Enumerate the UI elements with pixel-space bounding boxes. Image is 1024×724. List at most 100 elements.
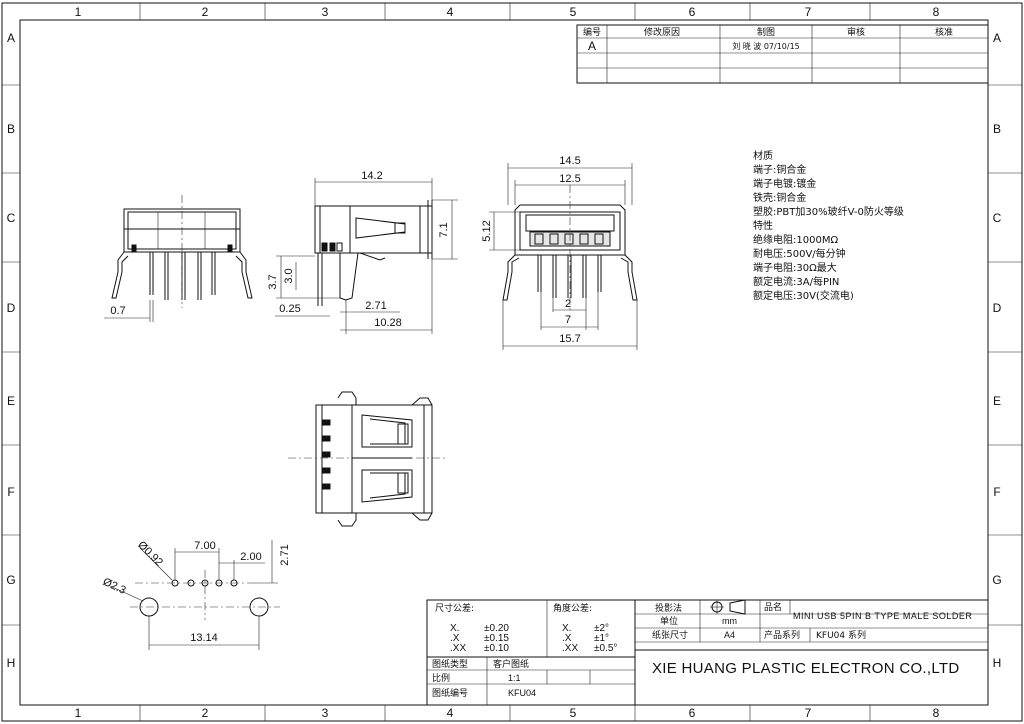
tolerance-value: ±0.10 [484, 643, 509, 654]
row-label: G [992, 573, 1001, 587]
angle-value: ±0.5° [594, 643, 617, 654]
angle-key: X. [562, 623, 571, 634]
angle-key: .X [562, 633, 572, 644]
spec-line: 特性 [753, 219, 773, 232]
tolerance-key: X. [450, 623, 459, 634]
series-value: KFU04 系列 [816, 629, 866, 641]
scale-label: 比例 [432, 672, 450, 684]
tolerance-label: 尺寸公差: [435, 602, 474, 614]
scale-value: 1:1 [508, 673, 521, 683]
row-label: D [7, 301, 16, 315]
drawing-no-label: 图纸编号 [432, 687, 468, 699]
row-label: H [7, 656, 16, 670]
dim-3.0: 3.0 [283, 268, 295, 283]
row-label: C [993, 211, 1002, 225]
row-label: C [7, 211, 16, 225]
row-label: E [7, 394, 15, 408]
col-label: 5 [570, 706, 577, 720]
row-label: B [7, 122, 15, 136]
col-label: 6 [689, 706, 696, 720]
col-label: 7 [805, 706, 812, 720]
revision-header: 编号 [583, 26, 601, 38]
dim-diameter-2.3: Ø2.3 [101, 576, 128, 597]
series-label: 产品系列 [764, 629, 800, 641]
col-label: 7 [805, 5, 812, 19]
row-label: D [993, 301, 1002, 315]
spec-line: 端子电镀:镀金 [753, 177, 816, 190]
revision-header: 审核 [847, 26, 865, 38]
col-label: 3 [322, 5, 329, 19]
product-name: MINI USB 5PIN B TYPE MALE SOLDER [793, 611, 972, 621]
col-label: 4 [447, 5, 454, 19]
angle-key: .XX [562, 643, 578, 654]
revision-id: A [588, 39, 596, 53]
tolerance-key: .XX [450, 643, 466, 654]
material-specs: 材质 端子:铜合金 端子电镀:镀金 铁壳:铜合金 塑胶:PBT加30%玻纤V-0… [753, 149, 904, 302]
end-view: 0.7 [104, 195, 253, 322]
dim-2.71: 2.71 [279, 544, 291, 565]
row-label: G [6, 573, 15, 587]
col-label: 4 [447, 706, 454, 720]
projection-symbol-icon [710, 599, 746, 615]
company-name: XIE HUANG PLASTIC ELECTRON CO.,LTD [652, 660, 959, 677]
tolerance-value: ±0.20 [484, 623, 509, 634]
dim-12.5: 12.5 [559, 173, 580, 185]
row-label: F [993, 485, 1000, 499]
spec-line: 端子:铜合金 [753, 163, 806, 176]
title-block: 尺寸公差: X. ±0.20 .X ±0.15 .XX ±0.10 角度公差: … [426, 599, 989, 706]
row-label: F [7, 485, 14, 499]
paper-value: A4 [724, 630, 735, 640]
spec-line: 塑胶:PBT加30%玻纤V-0防火等级 [753, 205, 904, 218]
unit-value: mm [722, 616, 737, 626]
dim-14.2: 14.2 [361, 170, 382, 182]
side-view: 14.2 7.1 3.7 3.0 0.25 2.71 10.28 [267, 170, 458, 334]
spec-line: 额定电流:3A/每PIN [753, 275, 839, 288]
dim-3.7: 3.7 [267, 274, 279, 289]
dim-2.00: 2.00 [240, 551, 261, 563]
dim-13.14: 13.14 [190, 632, 218, 644]
tolerance-key: .X [450, 633, 460, 644]
row-label: A [993, 31, 1001, 45]
col-label: 8 [933, 706, 940, 720]
angle-value: ±1° [594, 633, 609, 644]
dim-14.5: 14.5 [559, 155, 580, 167]
dim-7.00: 7.00 [194, 540, 215, 552]
dim-10.28: 10.28 [374, 317, 402, 329]
dim-0.7: 0.7 [110, 305, 125, 317]
dim-0.25: 0.25 [279, 303, 300, 315]
product-name-label: 品名 [764, 601, 782, 613]
dim-2.71: 2.71 [365, 300, 386, 312]
angle-value: ±2° [594, 623, 609, 634]
dim-5.12: 5.12 [481, 220, 493, 241]
dim-diameter-0.92: Ø0.92 [135, 539, 165, 569]
col-label: 2 [202, 706, 209, 720]
dim-15.7: 15.7 [559, 333, 580, 345]
revision-table: 编号 修改原因 制图 审核 核准 A 刘 晓 波 07/10/15 [576, 24, 989, 84]
front-view: 14.5 12.5 5.12 2 7 15.7 [481, 155, 638, 350]
dim-7: 7 [565, 314, 571, 326]
angle-label: 角度公差: [553, 602, 592, 614]
col-label: 5 [570, 5, 577, 19]
row-label: E [993, 394, 1001, 408]
spec-line: 材质 [753, 149, 773, 162]
spec-line: 铁壳:铜合金 [753, 191, 806, 204]
spec-line: 绝缘电阻:1000MΩ [753, 233, 838, 246]
spec-line: 端子电阻:30Ω最大 [753, 261, 837, 274]
revision-header: 修改原因 [644, 26, 680, 38]
tolerance-value: ±0.15 [484, 633, 509, 644]
drawing-type: 客户图纸 [493, 658, 529, 670]
drawing-no: KFU04 [508, 688, 536, 698]
row-label: H [993, 656, 1002, 670]
spec-line: 耐电压:500V/每分钟 [753, 247, 846, 260]
revision-header: 制图 [757, 26, 775, 38]
col-label: 3 [322, 706, 329, 720]
paper-label: 纸张尺寸 [652, 629, 688, 641]
col-label: 2 [202, 5, 209, 19]
col-label: 8 [933, 5, 940, 19]
drawing-type-label: 图纸类型 [432, 658, 468, 670]
top-view [288, 391, 446, 527]
pcb-layout: 7.00 2.00 2.71 Ø0.92 Ø2.3 13.14 [101, 539, 291, 650]
col-label: 6 [689, 5, 696, 19]
dim-2: 2 [565, 298, 571, 310]
